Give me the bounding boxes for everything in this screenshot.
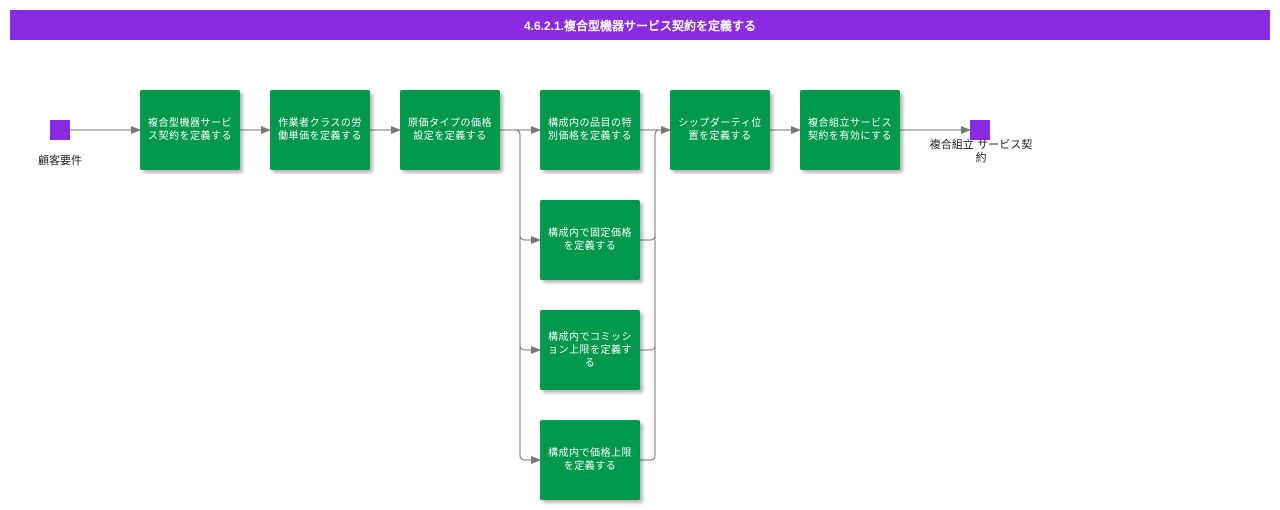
- end-event[interactable]: [970, 120, 990, 140]
- connector-step3-to-step6: [519, 235, 541, 354]
- step-define-fixed-price[interactable]: 構成内で固定価格を定義する: [540, 200, 640, 280]
- start-event[interactable]: [50, 120, 70, 140]
- step-enable-assembly-service-contract[interactable]: 複合組立サービス契約を有効にする: [800, 90, 900, 170]
- connector-step3-to-step7: [519, 345, 541, 464]
- connector-step7-to-step8: [640, 345, 656, 461]
- step-define-labor-rate[interactable]: 作業者クラスの労働単価を定義する: [270, 90, 370, 170]
- step-define-item-special-price[interactable]: 構成内の品目の特別価格を定義する: [540, 90, 640, 170]
- start-event-label: 顧客要件: [38, 154, 82, 167]
- connector-step3-to-step5: [500, 129, 541, 244]
- step-define-ship-to-location[interactable]: シップダーティ位置を定義する: [670, 90, 770, 170]
- end-event-label: 複合組立 サービス契約: [929, 138, 1033, 164]
- step-define-composite-service-contract[interactable]: 複合型機器サービス契約を定義する: [140, 90, 240, 170]
- step-define-cost-type-pricing[interactable]: 原価タイプの価格設定を定義する: [400, 90, 500, 170]
- connector-step5-to-step8: [640, 126, 671, 241]
- step-define-commission-cap[interactable]: 構成内でコミッション上限を定義する: [540, 310, 640, 390]
- step-define-price-cap[interactable]: 構成内で価格上限を定義する: [540, 420, 640, 500]
- connector-step6-to-step8: [640, 235, 656, 351]
- diagram-title: 4.6.2.1.複合型機器サービス契約を定義する: [10, 10, 1270, 40]
